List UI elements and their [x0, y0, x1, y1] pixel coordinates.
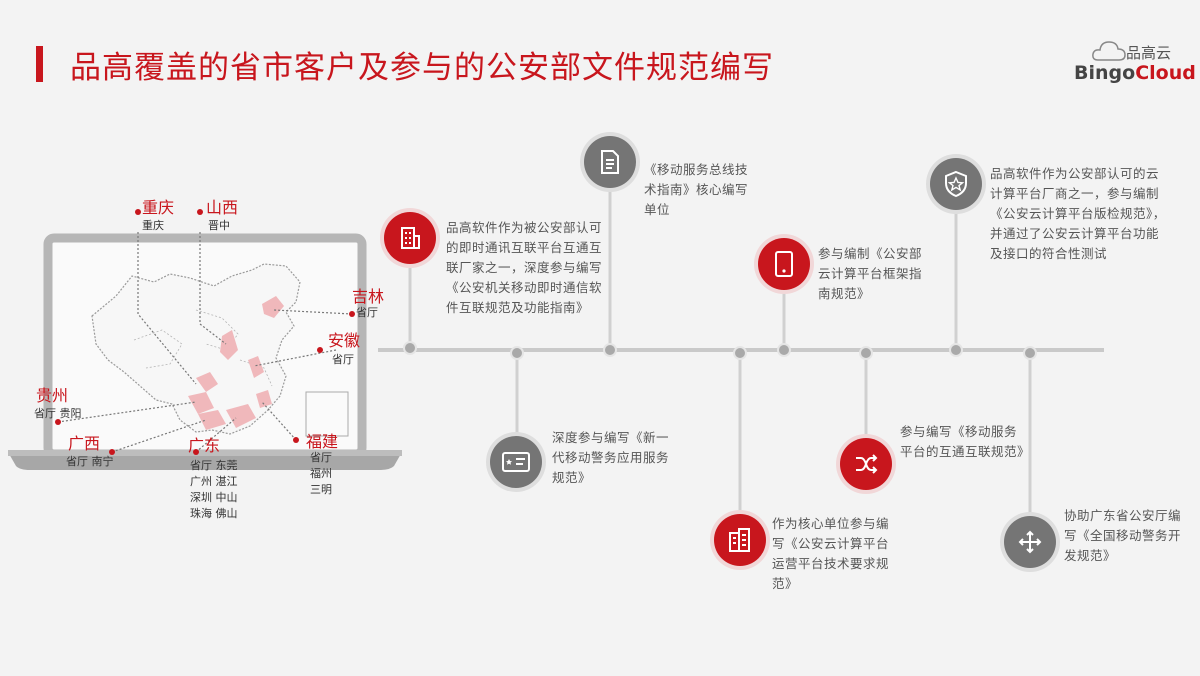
map-region-guangxi	[198, 410, 226, 430]
shuffle-icon	[856, 454, 878, 474]
region-units-anhui: 省厅	[332, 353, 354, 366]
region-unit: 省厅	[310, 451, 332, 464]
map-region-shanxi	[220, 330, 238, 360]
region-unit: 深圳 中山	[190, 491, 238, 504]
timeline-node-7	[840, 438, 892, 490]
timeline-text-1: 品高软件作为被公安部认可的即时通讯互联平台互通互联厂家之一，深度参与编写《公安机…	[446, 220, 603, 315]
timeline-text-2: 《移动服务总线技术指南》核心编写单位	[644, 162, 749, 217]
region-label-fujian: 福建	[306, 432, 339, 451]
region-unit: 省厅 东莞	[190, 459, 238, 472]
timeline-text-3: 参与编制《公安部云计算平台框架指南规范》	[818, 246, 923, 301]
timeline-node-8	[1004, 516, 1056, 568]
region-label-guizhou: 贵州	[36, 386, 69, 405]
city-icon	[729, 528, 750, 552]
laptop-map-illustration	[8, 209, 402, 470]
id-card-icon	[502, 452, 530, 472]
region-label-shanxi: 山西	[206, 198, 239, 217]
region-unit: 广州 湛江	[190, 475, 238, 488]
timeline-node-3	[758, 238, 810, 290]
region-label-guangxi: 广西	[68, 434, 101, 453]
timeline-node-6	[714, 514, 766, 566]
timeline-text-8: 协助广东省公安厅编写《全国移动警务开发规范》	[1064, 508, 1182, 563]
logo-cloud: Cloud	[1135, 62, 1196, 84]
logo-bingo: Bingo	[1074, 62, 1136, 84]
logo-english: BingoCloud	[1074, 62, 1196, 84]
timeline-text-4: 品高软件作为公安部认可的云计算平台厂商之一，参与编制《公安云计算平台版检规范》，…	[990, 166, 1166, 261]
region-label-jilin: 吉林	[352, 287, 385, 306]
region-units-jilin: 省厅	[356, 306, 378, 319]
region-units-shanxi: 晋中	[208, 219, 230, 232]
timeline-node-1	[384, 212, 436, 264]
region-units-chongqing: 重庆	[142, 219, 164, 232]
title-accent-bar	[36, 46, 43, 82]
map-region-fujian	[256, 390, 272, 408]
page-title: 品高覆盖的省市客户及参与的公安部文件规范编写	[70, 50, 774, 86]
region-units-guangdong: 省厅 东莞 广州 湛江 深圳 中山 珠海 佛山	[190, 458, 238, 522]
shield-star-icon	[945, 170, 967, 198]
region-units-guizhou: 省厅 贵阳	[34, 407, 82, 420]
region-units-guangxi: 省厅 南宁	[66, 455, 114, 468]
region-unit: 三明	[310, 483, 332, 496]
logo-chinese: 品高云	[1126, 44, 1172, 62]
region-unit: 珠海 佛山	[190, 507, 238, 520]
building-icon	[401, 227, 420, 249]
timeline-node-5	[490, 436, 542, 488]
region-label-guangdong: 广东	[188, 436, 221, 455]
timeline-node-2	[584, 136, 636, 188]
region-label-chongqing: 重庆	[142, 198, 175, 217]
document-icon	[601, 150, 619, 174]
timeline-text-6: 作为核心单位参与编写《公安云计算平台运营平台技术要求规范》	[772, 516, 890, 591]
timeline-text-5: 深度参与编写《新一代移动警务应用服务规范》	[552, 430, 670, 485]
map-region-guizhou	[188, 392, 214, 414]
region-unit: 福州	[310, 467, 332, 480]
china-map-outline	[91, 263, 301, 435]
region-label-anhui: 安徽	[328, 331, 361, 350]
map-region-guangdong	[226, 404, 256, 428]
region-units-fujian: 省厅 福州 三明	[310, 450, 332, 498]
timeline-node-4	[930, 158, 982, 210]
bingocloud-logo: 品高云 BingoCloud	[1070, 40, 1196, 86]
map-region-jilin	[262, 296, 284, 318]
map-region-anhui	[248, 356, 264, 378]
timeline-text-7: 参与编写《移动服务平台的互通互联规范》	[900, 424, 1031, 459]
tablet-icon	[775, 251, 793, 277]
move-icon	[1018, 530, 1042, 554]
map-region-chongqing	[196, 372, 218, 392]
cloud-icon	[1092, 41, 1126, 61]
